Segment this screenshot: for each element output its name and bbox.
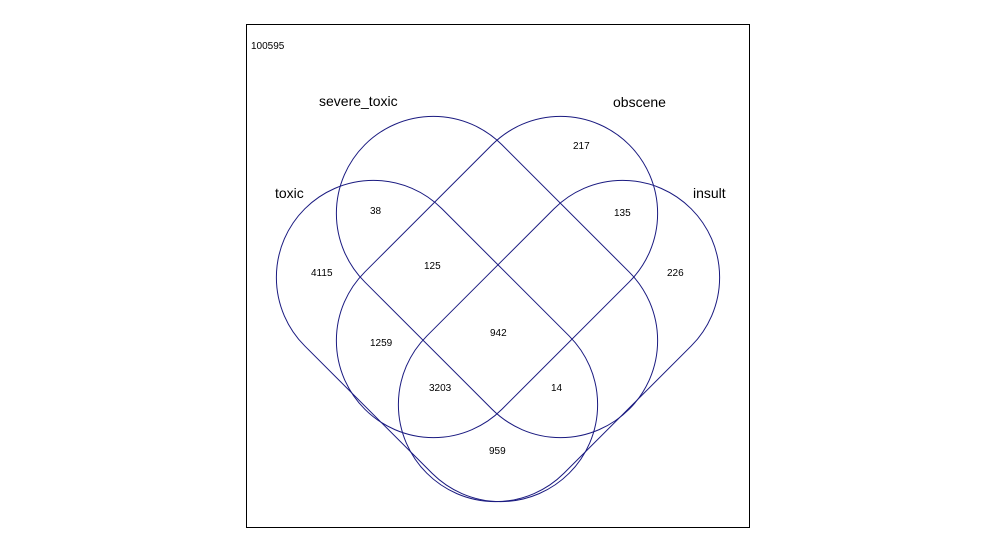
region-count: 14 <box>551 383 563 394</box>
set-shapes <box>275 115 721 503</box>
region-count: 959 <box>489 446 506 457</box>
region-count: 4115 <box>311 268 333 279</box>
set-shape-toxic <box>275 179 599 503</box>
region-count: 38 <box>370 206 382 217</box>
set-shape-insult <box>397 179 721 503</box>
venn-diagram-frame: toxic severe_toxic obscene insult 100595… <box>246 24 750 528</box>
region-count: 135 <box>614 208 631 219</box>
set-label-insult: insult <box>693 185 726 201</box>
region-count: 942 <box>490 328 507 339</box>
region-count: 3203 <box>429 383 452 394</box>
set-shape-severe-toxic <box>335 115 659 439</box>
set-shape-obscene <box>335 115 659 439</box>
region-count: 226 <box>667 268 684 279</box>
region-count: 217 <box>573 141 590 152</box>
venn-diagram: toxic severe_toxic obscene insult 100595… <box>251 41 726 503</box>
region-count: 125 <box>424 261 441 272</box>
set-label-obscene: obscene <box>613 94 666 110</box>
set-label-toxic: toxic <box>275 185 304 201</box>
set-label-severe-toxic: severe_toxic <box>319 93 398 109</box>
outside-count: 100595 <box>251 41 285 52</box>
region-count: 1259 <box>370 338 393 349</box>
